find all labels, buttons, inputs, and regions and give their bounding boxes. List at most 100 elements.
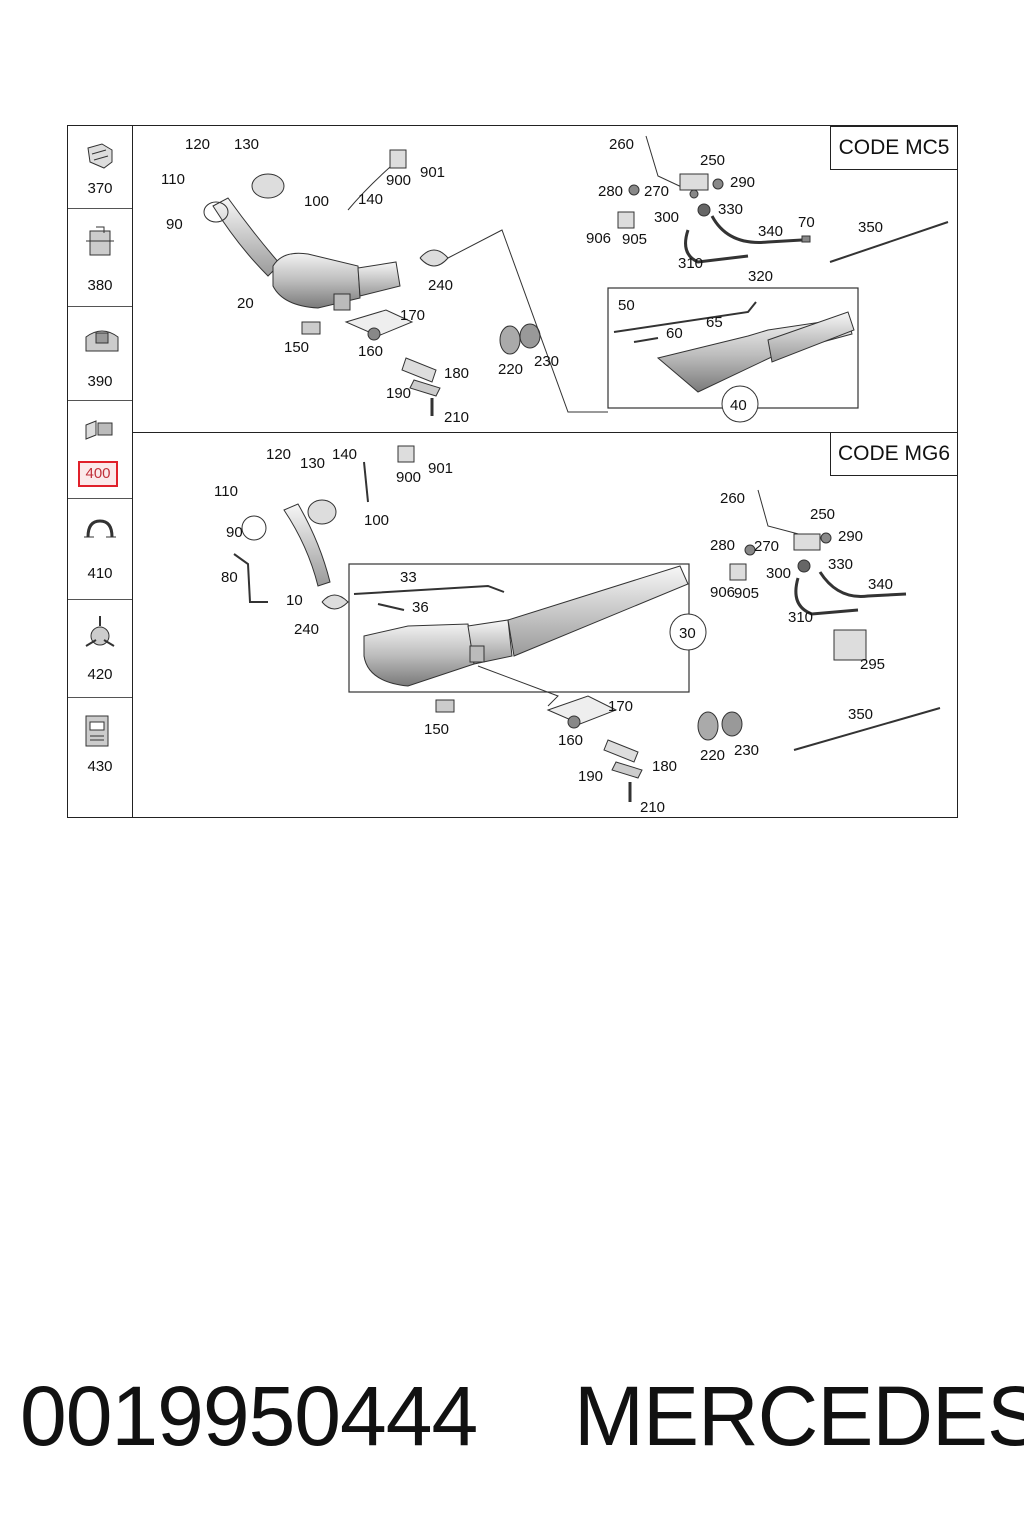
top-callout-900[interactable]: 900 <box>386 172 411 189</box>
top-callout-280[interactable]: 280 <box>598 183 623 200</box>
temp-sensor-350-bottom <box>793 707 941 751</box>
bottom-callout-900[interactable]: 900 <box>396 469 421 486</box>
bottom-callout-80[interactable]: 80 <box>221 569 238 586</box>
top-callout-150[interactable]: 150 <box>284 339 309 356</box>
sidebar-item-390[interactable]: 390 <box>68 307 132 401</box>
top-callout-50[interactable]: 50 <box>618 297 635 314</box>
cat-bracket <box>333 293 351 311</box>
top-callout-60[interactable]: 60 <box>666 325 683 342</box>
top-callout-300[interactable]: 300 <box>654 209 679 226</box>
bottom-callout-33[interactable]: 33 <box>400 569 417 586</box>
top-callout-901[interactable]: 901 <box>420 164 445 181</box>
bottom-callout-295[interactable]: 295 <box>860 656 885 673</box>
strap-190-part <box>409 379 441 397</box>
top-callout-350[interactable]: 350 <box>858 219 883 236</box>
top-callout-230[interactable]: 230 <box>534 353 559 370</box>
bottom-callout-210[interactable]: 210 <box>640 799 665 816</box>
mounting-clip-icon <box>86 226 114 256</box>
top-callout-100[interactable]: 100 <box>304 193 329 210</box>
top-callout-190[interactable]: 190 <box>386 385 411 402</box>
top-callout-220[interactable]: 220 <box>498 361 523 378</box>
bottom-callout-260[interactable]: 260 <box>720 490 745 507</box>
top-callout-210[interactable]: 210 <box>444 409 469 426</box>
sidebar-item-370[interactable]: 370 <box>68 126 132 209</box>
flange-part <box>251 173 285 199</box>
hose-340 <box>710 215 803 244</box>
top-callout-270[interactable]: 270 <box>644 183 669 200</box>
clip-70 <box>801 235 811 243</box>
top-callout-180[interactable]: 180 <box>444 365 469 382</box>
top-callout-130[interactable]: 130 <box>234 136 259 153</box>
top-callout-110[interactable]: 110 <box>161 171 185 188</box>
part-number-caption: 0019950444 <box>20 1369 478 1463</box>
bottom-callout-300[interactable]: 300 <box>766 565 791 582</box>
bottom-callout-290[interactable]: 290 <box>838 528 863 545</box>
bracket-80 <box>233 553 268 603</box>
hose-310 <box>684 229 749 264</box>
sidebar-item-label: 420 <box>87 666 113 683</box>
top-callout-70[interactable]: 70 <box>798 214 815 231</box>
top-callout-905[interactable]: 905 <box>622 231 647 248</box>
top-callout-90[interactable]: 90 <box>166 216 183 233</box>
strap-190-bottom <box>611 761 643 779</box>
clamp-240-part <box>419 249 449 267</box>
bottom-callout-270[interactable]: 270 <box>754 538 779 555</box>
top-callout-240[interactable]: 240 <box>428 277 453 294</box>
bottom-callout-230[interactable]: 230 <box>734 742 759 759</box>
bottom-callout-240[interactable]: 240 <box>294 621 319 638</box>
sidebar-item-410[interactable]: 410 <box>68 499 132 600</box>
bottom-callout-130[interactable]: 130 <box>300 455 325 472</box>
sensor-holder-icon <box>85 616 115 647</box>
code-mg6-box: CODE MG6 <box>830 432 957 476</box>
bottom-callout-36[interactable]: 36 <box>412 599 429 616</box>
bottom-callout-150[interactable]: 150 <box>424 721 449 738</box>
sidebar-item-430[interactable]: 430 <box>68 698 132 816</box>
bottom-callout-250[interactable]: 250 <box>810 506 835 523</box>
bottom-callout-160[interactable]: 160 <box>558 732 583 749</box>
top-callout-260[interactable]: 260 <box>609 136 634 153</box>
top-callout-250[interactable]: 250 <box>700 152 725 169</box>
top-callout-906[interactable]: 906 <box>586 230 611 247</box>
bottom-callout-330[interactable]: 330 <box>828 556 853 573</box>
dpf-outlet-pipe <box>767 311 855 363</box>
top-callout-290[interactable]: 290 <box>730 174 755 191</box>
bottom-callout-190[interactable]: 190 <box>578 768 603 785</box>
bottom-callout-280[interactable]: 280 <box>710 537 735 554</box>
line-60 <box>633 337 659 343</box>
bottom-callout-180[interactable]: 180 <box>652 758 677 775</box>
grommet-330 <box>697 203 711 217</box>
strap-180-part <box>401 357 437 383</box>
bottom-callout-350[interactable]: 350 <box>848 706 873 723</box>
top-callout-340[interactable]: 340 <box>758 223 783 240</box>
bottom-callout-140[interactable]: 140 <box>332 446 357 463</box>
clip-150-bottom <box>435 699 455 713</box>
bottom-callout-100[interactable]: 100 <box>364 512 389 529</box>
top-callout-160[interactable]: 160 <box>358 343 383 360</box>
bottom-callout-340[interactable]: 340 <box>868 576 893 593</box>
hose-310-bottom <box>794 577 859 616</box>
top-callout-140[interactable]: 140 <box>358 191 383 208</box>
sidebar-item-400[interactable]: 400 <box>68 401 132 499</box>
bottom-callout-110[interactable]: 110 <box>214 483 238 500</box>
bottom-callout-220[interactable]: 220 <box>700 747 725 764</box>
bottom-callout-906[interactable]: 906 <box>710 584 735 601</box>
sidebar-item-420[interactable]: 420 <box>68 600 132 698</box>
connector-905 <box>617 211 635 229</box>
top-callout-330[interactable]: 330 <box>718 201 743 218</box>
bottom-callout-90[interactable]: 90 <box>226 524 243 541</box>
top-callout-320[interactable]: 320 <box>748 268 773 285</box>
sidebar-item-380[interactable]: 380 <box>68 209 132 307</box>
top-callout-20[interactable]: 20 <box>237 295 254 312</box>
top-callout-170[interactable]: 170 <box>400 307 425 324</box>
bottom-callout-310[interactable]: 310 <box>788 609 813 626</box>
top-callout-310[interactable]: 310 <box>678 255 703 272</box>
bottom-callout-10[interactable]: 10 <box>286 592 303 609</box>
bottom-callout-120[interactable]: 120 <box>266 446 291 463</box>
bottom-callout-905[interactable]: 905 <box>734 585 759 602</box>
top-callout-65[interactable]: 65 <box>706 314 723 331</box>
group-thumbnail-sidebar: 370 380 390 400 <box>68 126 133 817</box>
bottom-callout-170[interactable]: 170 <box>608 698 633 715</box>
bottom-callout-901[interactable]: 901 <box>428 460 453 477</box>
code-mc5-box: CODE MC5 <box>830 126 957 170</box>
top-callout-120[interactable]: 120 <box>185 136 210 153</box>
